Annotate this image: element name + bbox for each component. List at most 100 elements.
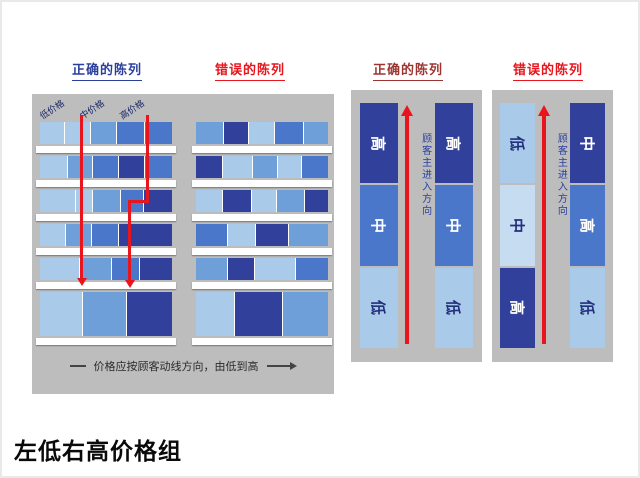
product-block	[253, 156, 278, 178]
product-block	[222, 156, 253, 178]
product-block	[302, 156, 328, 178]
product-block	[92, 224, 119, 246]
shelf-row	[40, 292, 172, 336]
product-block	[256, 224, 289, 246]
caption-arrow-right-icon	[266, 362, 297, 370]
product-block	[254, 258, 295, 280]
arrow-line	[266, 365, 291, 367]
price-segment: 低	[569, 267, 605, 348]
arrow-head	[401, 105, 414, 116]
product-block	[196, 258, 227, 280]
product-block	[82, 292, 126, 336]
product-block	[304, 190, 328, 212]
product-block	[40, 190, 75, 212]
price-segment: 高	[569, 185, 605, 266]
shelf-board	[36, 248, 176, 255]
product-block	[196, 190, 222, 212]
price-segment: 低	[360, 267, 398, 348]
price-level-char: 低	[369, 300, 388, 316]
price-level-char: 中	[369, 217, 388, 233]
product-block	[145, 122, 172, 144]
product-block	[196, 156, 222, 178]
section-title-correct-shelf: 正确的陈列	[63, 59, 151, 81]
price-level-char: 中	[444, 217, 463, 233]
flow-arrow-up-icon	[401, 103, 414, 348]
price-zone-label: 中价格	[78, 98, 107, 122]
product-block	[278, 156, 302, 178]
product-block	[223, 122, 249, 144]
arrow-line	[405, 115, 410, 344]
product-block	[40, 292, 82, 336]
shelf-board	[36, 146, 176, 153]
shelf-unit-correct	[36, 122, 176, 348]
price-column: 中高低	[569, 103, 605, 348]
product-block	[277, 190, 304, 212]
section-title-label: 正确的陈列	[372, 59, 443, 81]
product-block	[303, 122, 328, 144]
shelf-row	[196, 156, 328, 178]
shelf-row	[196, 122, 328, 144]
shelf-row	[40, 122, 172, 144]
price-segment: 高	[434, 103, 473, 184]
shelf-row	[40, 190, 172, 212]
price-level-char: 中	[577, 135, 596, 151]
price-segment: 中	[500, 185, 535, 266]
product-block	[93, 156, 118, 178]
product-block	[40, 258, 79, 280]
product-block	[249, 122, 274, 144]
product-block	[40, 224, 65, 246]
section-title-label: 正确的陈列	[71, 59, 142, 81]
section-title-correct-column: 正确的陈列	[364, 59, 452, 81]
arrow-line	[541, 115, 546, 344]
price-level-char: 中	[507, 217, 526, 233]
product-block	[196, 292, 234, 336]
flow-arrow-up-icon	[537, 103, 551, 348]
product-block	[93, 190, 121, 212]
product-block	[67, 156, 93, 178]
price-segment: 高	[500, 267, 535, 348]
caption-text: 价格应按顾客动线方向，由低到高	[93, 360, 259, 373]
price-level-char: 高	[369, 135, 388, 151]
shelf-board	[192, 214, 332, 221]
caption-dash-line	[69, 365, 86, 367]
product-block	[117, 122, 145, 144]
shelf-row	[196, 292, 328, 336]
section-title-label: 错误的陈列	[214, 59, 285, 81]
arrow-head	[537, 105, 550, 116]
price-segment: 低	[434, 267, 473, 348]
section-title-wrong-shelf: 错误的陈列	[206, 59, 294, 81]
price-segment: 低	[500, 103, 535, 184]
flow-caption: 价格应按顾客动线方向，由低到高	[32, 358, 334, 374]
arrow-head	[289, 362, 297, 370]
product-block	[126, 292, 172, 336]
shelf-board	[192, 146, 332, 153]
price-level-char: 低	[507, 135, 526, 151]
column-panel-wrong: 低中高顾客主进入方向中高低	[492, 90, 613, 362]
product-block	[251, 190, 277, 212]
product-block	[289, 224, 328, 246]
product-block	[274, 122, 303, 144]
shelf-board	[36, 338, 176, 345]
shelf-row	[40, 224, 172, 246]
product-block	[40, 156, 67, 178]
shelf-board	[192, 180, 332, 187]
flow-direction-label: 顾客主进入方向	[555, 133, 567, 217]
shelf-row	[196, 190, 328, 212]
price-column: 高中低	[360, 103, 398, 348]
column-panel-correct: 高中低顾客主进入方向高中低	[351, 90, 482, 362]
product-block	[295, 258, 328, 280]
shelf-board	[36, 214, 176, 221]
price-zone-label: 低价格	[38, 98, 67, 122]
shelf-row	[40, 156, 172, 178]
product-block	[227, 258, 254, 280]
price-column: 低中高	[500, 103, 535, 348]
price-column: 高中低	[434, 103, 473, 348]
section-title-wrong-column: 错误的陈列	[504, 59, 592, 81]
price-level-char: 高	[507, 300, 526, 316]
price-level-char: 低	[577, 300, 596, 316]
product-block	[65, 224, 92, 246]
price-zone-labels: 低价格中价格高价格	[39, 96, 204, 122]
product-block	[111, 258, 139, 280]
shelf-board	[192, 338, 332, 345]
